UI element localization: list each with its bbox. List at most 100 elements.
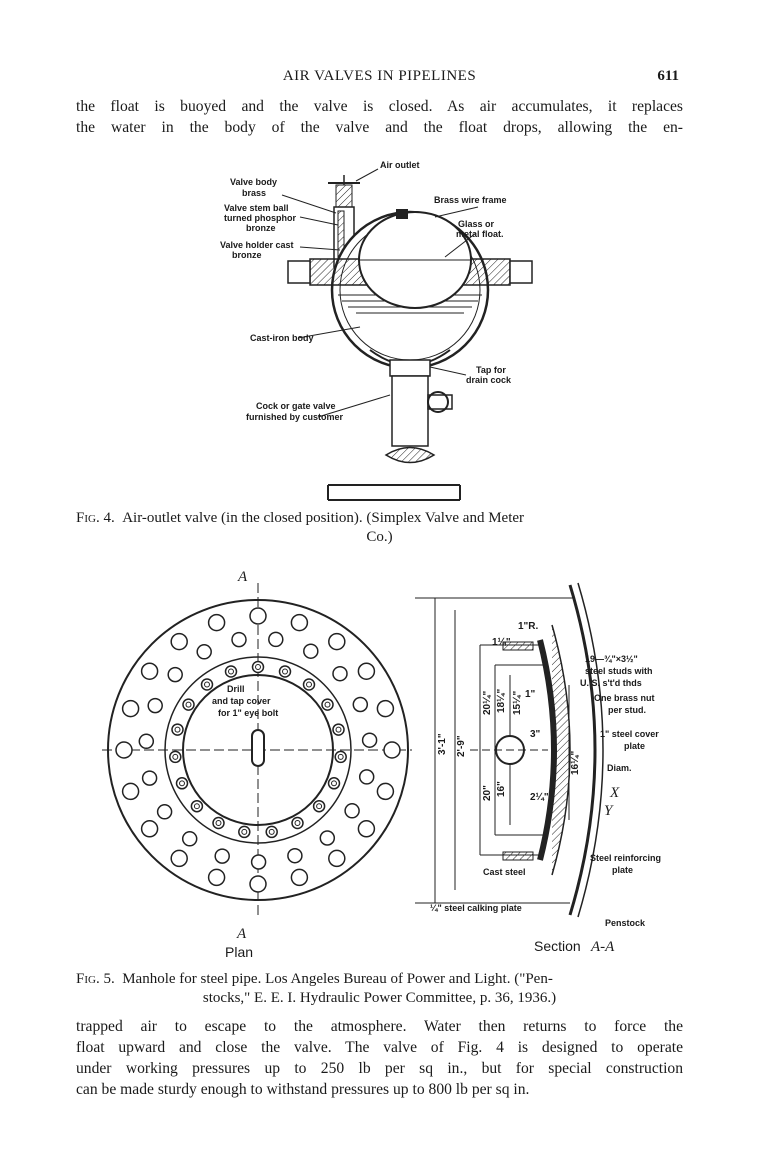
dim-3-1: 3'-1" [437,733,448,755]
stud-nut [331,780,337,787]
caption-text: stocks," E. E. I. Hydraulic Power Commit… [202,990,557,1006]
label-calking: ¼" steel calking plate [430,903,522,913]
bolt-hole [214,848,230,864]
stud-nut [268,828,275,835]
bolt-hole [357,820,376,838]
bolt-hole [175,777,189,790]
stud-nut [174,726,181,733]
bolt-hole [302,678,316,691]
dim-three-inch: 3" [530,729,541,740]
bolt-hole [224,665,238,678]
label-float: metal float. [456,229,504,239]
bolt-hole [200,678,214,691]
bolt-hole [238,825,251,839]
figure-label: Fig. 4. [76,510,115,526]
section-mark-bottom: A [236,926,247,942]
dim-radius: 1"R. [518,621,539,632]
label-penstock: Penstock [605,918,646,928]
bolt-hole [250,854,267,870]
label-valve-holder: bronze [232,250,262,260]
label-valve-holder: Valve holder cast [220,240,294,250]
stud-nut [324,701,331,708]
bolt-hole [265,825,278,839]
bolt-hole [249,875,267,893]
bolt-hole [332,723,345,736]
bolt-hole [170,849,188,868]
label-valve-stem: turned phosphor [224,213,296,223]
bolt-hole [171,723,184,736]
mark-x: X [609,785,620,801]
bolt-hole [170,632,188,651]
bolt-hole [115,741,133,759]
bolt-hole [291,816,304,830]
label-cover: plate [624,741,645,751]
label-float: Glass or [458,219,495,229]
section-view: 1"R. 1¼" 19—¾"×3½" steel studs with U. S… [415,582,661,955]
label-valve-stem: bronze [246,223,276,233]
label-air-outlet: Air outlet [380,160,420,170]
label-cast-steel: Cast steel [483,867,526,877]
bolt-hole [190,799,204,813]
bolt-hole [361,732,378,748]
label-valve-stem: Valve stem ball [224,203,289,213]
bolt-hole [121,782,140,801]
label-valve-body: brass [242,188,266,198]
dim-2-9: 2'-9" [456,735,467,757]
section-title-word: Section [534,938,581,954]
label-reinforcing: Steel reinforcing [590,853,661,863]
bolt-hole [207,613,226,632]
bolt-hole [251,660,265,674]
bolt-hole [352,696,369,713]
caption-text: Air-outlet valve (in the closed position… [122,510,525,526]
caption-text: Co.) [366,529,393,545]
stud-nut [185,701,192,708]
label-studs: steel studs with [585,666,653,676]
bolt-hole [169,750,182,764]
bolt-hole [212,816,225,830]
page-header: AIR VALVES IN PIPELINES 611 [0,68,759,92]
dim-16: 16" [496,781,507,797]
bolt-hole [344,803,360,819]
stud-nut [172,753,179,760]
page-number: 611 [657,68,679,84]
stud-nut [335,726,342,733]
text-line: the float is buoyed and the valve is clo… [76,98,683,115]
bolt-hole [358,769,375,785]
bolt-hole [140,820,159,838]
label-drill: for 1" eye bolt [218,708,278,718]
dim-one-inch: 1" [525,689,536,700]
label-cock: Cock or gate valve [256,401,336,411]
text-line: under working pressures up to 250 lb per… [76,1060,683,1077]
bolt-hole [182,698,195,711]
stud-nut [282,668,288,675]
bolt-hole [196,644,212,660]
label-reinforcing: plate [612,865,633,875]
text-line: can be made sturdy enough to withstand p… [76,1081,530,1098]
bolt-hole [141,770,158,786]
text-line: trapped air to escape to the atmosphere.… [76,1018,683,1035]
bolt-hole [312,799,326,813]
bolt-hole [290,613,309,632]
stud-nut [215,820,222,826]
label-studs: 19—¾"×3½" [585,654,638,664]
label-studs: One brass nut [594,693,655,703]
dim-1-quarter: 1¼" [492,637,511,648]
label-diam: Diam. [607,763,632,773]
bolt-hole [121,699,140,718]
bolt-hole [249,607,267,625]
intro-paragraph: the float is buoyed and the valve is clo… [76,96,683,138]
bolt-hole [287,847,303,864]
bolt-hole [268,631,284,648]
label-brass-wire-frame: Brass wire frame [434,195,507,205]
bolt-hole [147,697,163,714]
section-mark-top: A [237,569,248,585]
closing-paragraph: trapped air to escape to the atmosphere.… [76,1016,683,1100]
label-studs: U. S. s't'd thds [580,678,642,688]
stud-nut [204,681,210,688]
caption-text: Manhole for steel pipe. Los Angeles Bure… [122,971,553,987]
label-cover: 1" steel cover [600,729,659,739]
figure-5-caption: Fig. 5. Manhole for steel pipe. Los Ange… [76,970,683,1008]
dim-18-quarter: 18¼" [496,689,507,713]
bolt-hole [167,666,183,683]
